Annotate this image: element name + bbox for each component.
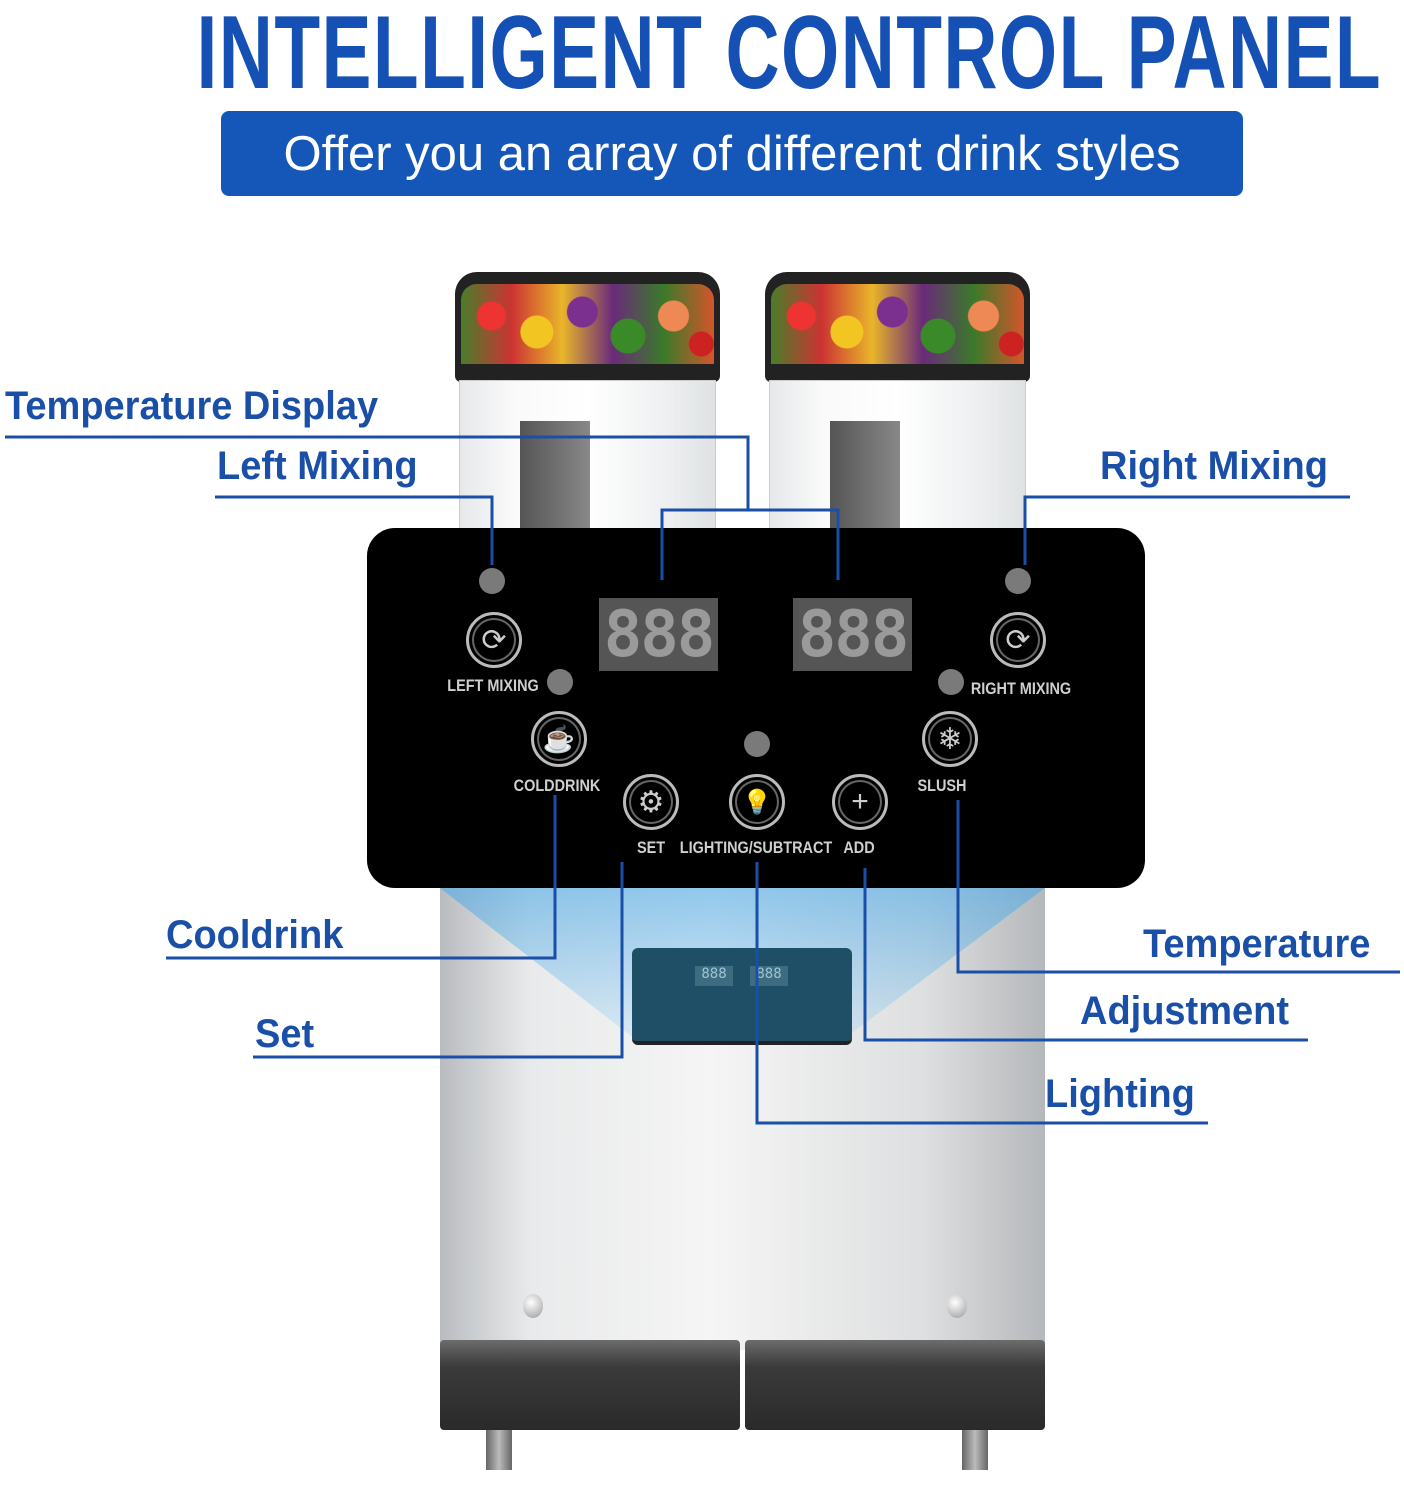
right-mixing-button[interactable]: ⟳ (990, 612, 1046, 668)
rotate-icon: ⟳ (1005, 623, 1031, 657)
lighting-led (744, 731, 770, 757)
cup-icon: ☕ (542, 723, 576, 754)
fruit-image (461, 284, 714, 364)
lightbulb-minus-icon: 💡 (742, 788, 772, 816)
callout-left-mixing: Left Mixing (217, 444, 418, 488)
left-drip-tray (440, 1340, 740, 1430)
slush-button[interactable]: ❄ (922, 711, 978, 767)
right-mixing-led (1005, 568, 1031, 594)
set-button[interactable]: ⚙ (623, 774, 679, 830)
lighting-subtract-label: LIGHTING/SUBTRACT (679, 838, 833, 857)
page-title: INTELLIGENT CONTROL PANEL (196, 0, 1383, 111)
gear-icon: ⚙ (637, 785, 665, 819)
mini-left-display: 888 (695, 966, 733, 986)
right-temperature-display: 888 (793, 598, 912, 672)
left-knob (523, 1294, 543, 1318)
callout-temperature: Temperature (1143, 922, 1371, 966)
right-mixing-label: RIGHT MIXING (970, 679, 1072, 698)
colddrink-button[interactable]: ☕ (531, 711, 587, 767)
add-button[interactable]: + (832, 774, 888, 830)
set-label: SET (636, 838, 666, 857)
left-mixing-label: LEFT MIXING (447, 676, 539, 695)
subtitle-banner: Offer you an array of different drink st… (221, 111, 1243, 196)
snowflake-icon: ❄ (937, 722, 963, 756)
callout-right-mixing: Right Mixing (1100, 444, 1328, 488)
colddrink-led (547, 669, 573, 695)
callout-temperature-display: Temperature Display (5, 384, 379, 428)
mini-control-panel: 888 888 (632, 948, 852, 1045)
left-mixing-led (479, 568, 505, 594)
leg (486, 1430, 512, 1470)
plus-icon: + (851, 785, 869, 818)
colddrink-label: COLDDRINK (513, 776, 601, 795)
right-drip-tray (745, 1340, 1045, 1430)
slush-led (938, 669, 964, 695)
rotate-icon: ⟳ (481, 623, 507, 657)
mini-right-display: 888 (750, 966, 788, 986)
left-mixing-button[interactable]: ⟳ (466, 612, 522, 668)
callout-lighting: Lighting (1045, 1072, 1195, 1116)
callout-adjustment: Adjustment (1080, 989, 1289, 1033)
add-label: ADD (843, 838, 875, 857)
slush-label: SLUSH (917, 776, 967, 795)
left-tank (455, 272, 720, 541)
callout-cooldrink: Cooldrink (166, 913, 344, 957)
left-temperature-display: 888 (599, 598, 718, 672)
lighting-subtract-button[interactable]: 💡 (729, 774, 785, 830)
right-knob (947, 1294, 967, 1318)
right-tank (765, 272, 1030, 541)
leg (962, 1430, 988, 1470)
callout-set: Set (255, 1012, 315, 1056)
fruit-image (771, 284, 1024, 364)
